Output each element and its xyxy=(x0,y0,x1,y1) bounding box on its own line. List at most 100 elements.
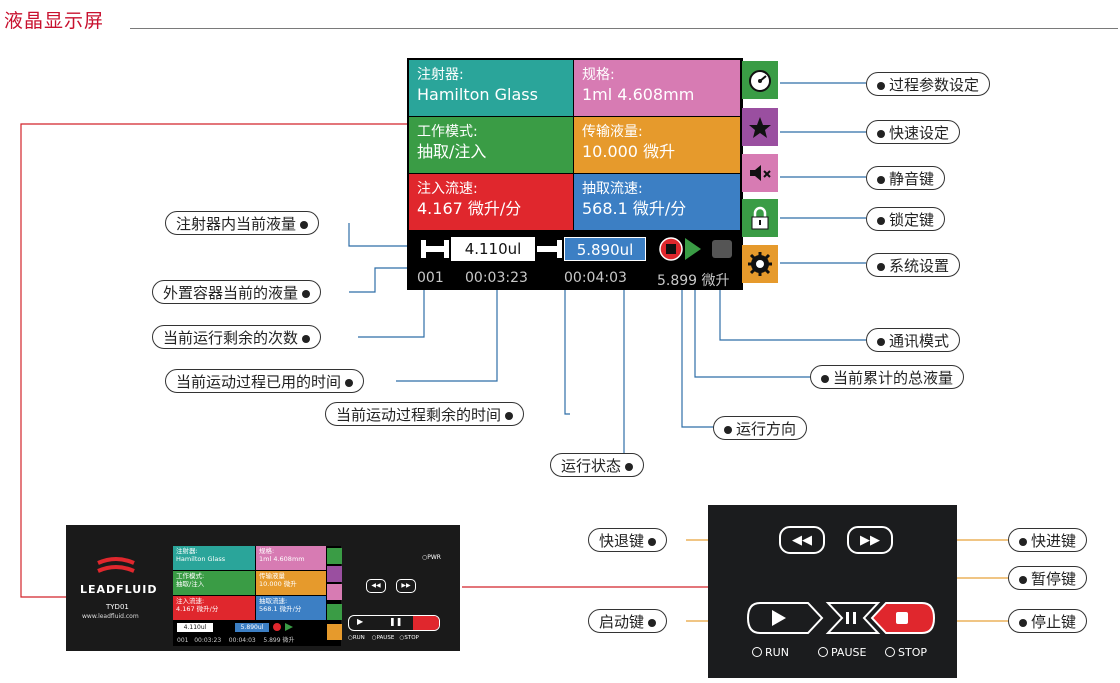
infuse-rate-label: 注入流速: xyxy=(417,180,565,199)
run-count: 001 xyxy=(417,270,444,286)
mini-pause-button[interactable]: ❚❚ xyxy=(389,617,402,626)
mini-syringe-cell: 注射器:Hamilton Glass xyxy=(173,546,255,570)
quick-settings-button[interactable] xyxy=(742,108,778,146)
mini-stop-indicator xyxy=(273,623,281,631)
mini-remaining: 00:04:03 xyxy=(229,637,256,644)
model-name: TYD01 xyxy=(106,603,129,611)
pause-label: PAUSE xyxy=(818,646,866,659)
withdraw-rate-label: 抽取流速: xyxy=(582,180,732,199)
run-label: RUN xyxy=(752,646,789,659)
star-icon xyxy=(747,115,773,139)
bullet-dot xyxy=(724,426,732,434)
mute-button[interactable] xyxy=(742,154,778,192)
bullet-dot xyxy=(877,338,885,346)
bullet-dot xyxy=(302,335,310,343)
callout-fast-forward: 快进键 xyxy=(1008,528,1087,552)
callout-rewind: 快退键 xyxy=(588,528,667,552)
process-params-button[interactable] xyxy=(742,61,778,99)
system-settings-button[interactable] xyxy=(742,245,778,283)
mini-gear-icon xyxy=(327,624,342,640)
bullet-dot xyxy=(625,463,633,471)
callout-elapsed-time: 当前运动过程已用的时间 xyxy=(165,369,364,393)
callout-mute: 静音键 xyxy=(866,166,945,190)
bullet-dot xyxy=(345,379,353,387)
spec-value: 1ml 4.608mm xyxy=(582,85,732,104)
bullet-dot xyxy=(821,375,829,383)
lock-icon xyxy=(747,206,773,230)
mode-cell: 工作模式: 抽取/注入 xyxy=(409,117,573,173)
website: www.leadfluid.com xyxy=(82,613,139,620)
callout-comm-mode: 通讯模式 xyxy=(866,328,960,352)
transfer-cell: 传输液量: 10.000 微升 xyxy=(574,117,740,173)
mini-control-bar: ▶ ❚❚ xyxy=(348,615,440,631)
bullet-dot xyxy=(877,82,885,90)
mini-rewind-button[interactable]: ◀◀ xyxy=(366,579,386,593)
mini-lcd: 注射器:Hamilton Glass 规格:1ml 4.608mm 工作模式:抽… xyxy=(173,546,341,646)
callout-system-settings: 系统设置 xyxy=(866,253,960,277)
bullet-dot xyxy=(648,619,656,627)
mini-infuse-cell: 注入流速:4.167 微升/分 xyxy=(173,596,255,620)
callout-quick-settings: 快速设定 xyxy=(866,120,960,144)
bullet-dot xyxy=(877,130,885,138)
status-row: 001 00:03:23 00:04:03 5.899 微升 xyxy=(417,268,737,288)
gauge-icon xyxy=(747,68,773,92)
mini-status-row: 001 00:03:23 00:04:03 5.899 微升 xyxy=(177,635,294,644)
transfer-value: 10.000 微升 xyxy=(582,142,732,161)
callout-run-direction: 运行方向 xyxy=(713,416,807,440)
brand-logo-icon xyxy=(94,555,138,581)
lock-button[interactable] xyxy=(742,199,778,237)
fast-forward-icon: ▶▶ xyxy=(860,533,880,548)
bullet-dot xyxy=(1019,619,1027,627)
bullet-dot xyxy=(1019,538,1027,546)
brand-name: LEADFLUID xyxy=(80,583,157,596)
run-led-icon xyxy=(752,647,762,657)
mini-direction-arrow xyxy=(285,623,293,631)
stop-label: STOP xyxy=(885,646,927,659)
mini-spec-cell: 规格:1ml 4.608mm xyxy=(256,546,326,570)
spec-cell: 规格: 1ml 4.608mm xyxy=(574,60,740,116)
elapsed-time: 00:03:23 xyxy=(465,270,528,286)
bullet-dot xyxy=(1019,576,1027,584)
callout-external-volume: 外置容器当前的液量 xyxy=(152,280,321,304)
mini-total: 5.899 微升 xyxy=(263,637,294,644)
infuse-rate-value: 4.167 微升/分 xyxy=(417,199,565,218)
pause-led-icon xyxy=(818,647,828,657)
bullet-dot xyxy=(877,217,885,225)
lcd-screen: 注射器: Hamilton Glass 规格: 1ml 4.608mm 工作模式… xyxy=(407,58,743,290)
mini-withdraw-cell: 抽取流速:568.1 微升/分 xyxy=(256,596,326,620)
fast-forward-button[interactable]: ▶▶ xyxy=(847,526,893,554)
mini-elapsed: 00:03:23 xyxy=(194,637,221,644)
mini-syringe-volume: 4.110ul xyxy=(177,623,213,632)
callout-remaining-runs: 当前运行剩余的次数 xyxy=(152,325,321,349)
mini-lock-icon xyxy=(327,604,342,620)
mode-value: 抽取/注入 xyxy=(417,142,565,161)
stop-button[interactable] xyxy=(876,603,934,633)
speaker-mute-icon xyxy=(747,161,773,185)
transfer-label: 传输液量: xyxy=(582,123,732,142)
callout-syringe-volume: 注射器内当前液量 xyxy=(165,211,319,235)
callout-pause: 暂停键 xyxy=(1008,566,1087,590)
bullet-dot xyxy=(302,290,310,298)
callout-stop: 停止键 xyxy=(1008,609,1087,633)
control-panel: ◀◀ ▶▶ RUN PAUSE STOP xyxy=(708,505,957,678)
total-volume: 5.899 微升 xyxy=(657,270,730,290)
bullet-dot xyxy=(648,538,656,546)
mini-control-labels: ○RUN ○PAUSE ○STOP xyxy=(348,635,419,641)
rewind-button[interactable]: ◀◀ xyxy=(779,526,825,554)
bullet-dot xyxy=(877,176,885,184)
pause-button[interactable] xyxy=(828,603,878,633)
withdraw-rate-cell: 抽取流速: 568.1 微升/分 xyxy=(574,174,740,230)
callout-lock: 锁定键 xyxy=(866,207,945,231)
mini-star-icon xyxy=(327,566,342,582)
mini-forward-button[interactable]: ▶▶ xyxy=(396,579,416,593)
syringe-label: 注射器: xyxy=(417,66,565,85)
callout-cumulative-volume: 当前累计的总液量 xyxy=(810,365,964,389)
mini-stop-button[interactable] xyxy=(413,616,439,630)
spec-label: 规格: xyxy=(582,66,732,85)
callout-remaining-time: 当前运动过程剩余的时间 xyxy=(325,402,524,426)
start-button[interactable] xyxy=(748,603,824,633)
mini-play-button[interactable]: ▶ xyxy=(357,617,363,626)
pwr-indicator: ○PWR xyxy=(422,554,441,561)
mini-count: 001 xyxy=(177,637,188,644)
